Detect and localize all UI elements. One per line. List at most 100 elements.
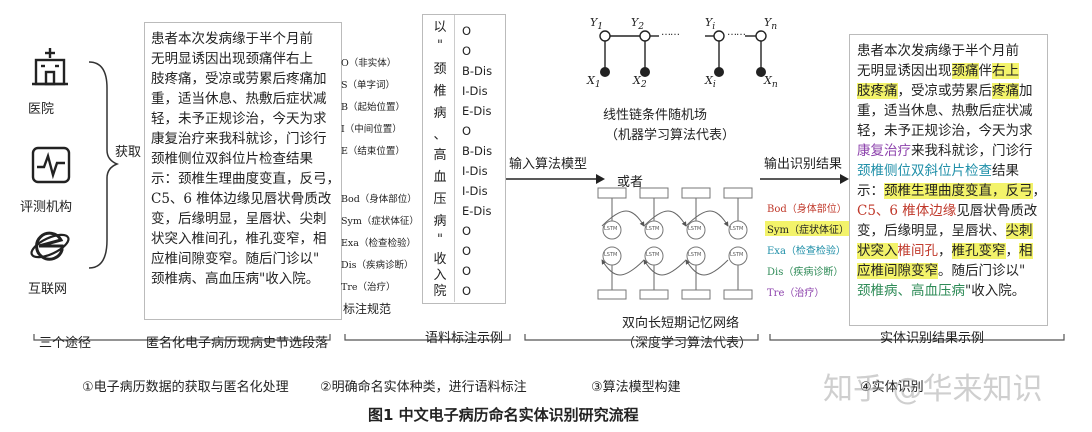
result-text: ， [938,243,952,259]
source-eval-org-label: 评测机构 [20,200,73,215]
crf-name: 线性链条件随机场 [603,108,708,123]
record-line: 颈椎侧位双斜位片检查结果 [151,151,313,167]
bilstm-diagram [597,187,753,300]
crf-diagram [599,30,767,77]
corpus-char: 病 [433,106,447,121]
output-result-label: 输出识别结果 [764,157,843,172]
bilstm-name: 双向长短期记忆网络 [622,316,740,331]
result-line: 重，适当休息、热敷后症状减 [857,101,1047,121]
corpus-tag: O [462,24,472,38]
result-text: 患者本次发病缘于半个月前 [857,43,1019,59]
watermark: 知乎 @华来知识 [823,372,1043,407]
entity-span: 应椎间隙变窄 [857,263,938,279]
source-internet-label: 互联网 [28,282,68,297]
crf-y-label: Yi [705,16,716,33]
result-line: 无明显诱因出现颈痛伴右上 [857,61,1047,81]
corpus-tag: I-Dis [462,164,488,178]
entity-span: 康复治疗 [857,143,911,159]
result-text: 变，后缘明显，呈唇状、 [857,223,1006,239]
corpus-tag: O [462,124,472,138]
stage-brackets [33,334,1065,341]
or-label: 或者 [617,175,644,190]
result-text: 加 [1019,83,1033,99]
scheme-e: E（结束位置） [341,146,405,157]
step3-caption: ③算法模型构建 [591,380,681,395]
result-text: 来我科就诊，门诊行 [911,143,1033,159]
corpus-char: " [437,38,443,53]
corpus-char: 入 [433,268,447,283]
corpus-char: 血 [433,170,447,185]
three-ways-caption: 三个途径 [39,336,92,351]
crf-y-label: Y2 [631,16,645,33]
entity-span: 相 [1019,243,1033,259]
sources-brace [88,61,120,269]
corpus-char: 院 [433,284,447,299]
corpus-tag: O [462,264,472,278]
result-text: ，受凉或劳累后 [897,83,993,99]
result-example-caption: 实体识别结果示例 [880,331,985,346]
scheme-s: S（单字词） [341,80,396,91]
lstm-cell-label: LSTM [688,252,702,258]
result-line: 颈椎病、高血压病"收入院。 [857,281,1047,301]
entity-span: 椎间孔 [897,243,939,259]
corpus-tag: O [462,224,472,238]
result-line: 轻，未予正规诊治，今天为求 [857,121,1047,141]
crf-x-label: Xi [705,74,716,91]
entity-span: 尖刺 [1005,223,1033,239]
legend-exa: Exa（检查检验） [767,246,846,257]
source-hospital-label: 医院 [28,102,55,117]
corpus-char: 压 [433,192,447,207]
result-text: 轻，未予正规诊治，今天为求 [857,123,1033,139]
monitor-pulse-icon [31,146,71,184]
annotation-spec-label: 标注规范 [343,302,392,316]
result-text: 示： [857,183,884,199]
entity-exa: Exa（检查检验） [341,238,416,249]
result-text: 。随后门诊以" [938,263,1026,279]
record-line: 轻，未予正规诊治，今天为求 [151,111,327,127]
result-text: 见唇状骨质改 [956,203,1038,219]
corpus-tag: I-Dis [462,184,488,198]
result-text: 无明显诱因出现 [857,63,952,79]
corpus-char: 高 [433,148,447,163]
hospital-icon [32,48,68,86]
anonymized-record-box: 患者本次发病缘于半个月前 无明显诱因出现颈痛伴右上 肢疼痛，受凉或劳累后疼痛加 … [144,22,342,320]
corpus-char: 收 [433,252,447,267]
entity-span: C5、6 椎体边缘 [857,203,957,219]
record-line: 状突入椎间孔，椎孔变窄，相 [151,231,327,247]
record-line: 重，适当休息、热敷后症状减 [151,91,327,107]
lstm-cell-label: LSTM [730,252,744,258]
corpus-tag: B-Dis [462,64,493,78]
result-line: 变，后缘明显，呈唇状、尖刺 [857,221,1047,241]
result-line: 肢疼痛，受凉或劳累后疼痛加 [857,81,1047,101]
input-arrow-icon [506,174,605,184]
crf-subtitle: （机器学习算法代表） [605,128,736,143]
legend-dis: Dis（疾病诊断） [767,267,844,278]
corpus-char: 椎 [433,84,447,99]
record-line: 示：颈椎生理曲度变直，反弓， [151,171,340,187]
corpus-tag: O [462,244,472,258]
entity-span: 椎孔变窄 [951,243,1006,259]
legend-sym: Sym（症状体征） [765,221,851,236]
entity-span: 颈椎生理曲度变直，反弓 [884,183,1033,199]
result-text: 重，适当休息、热敷后症状减 [857,103,1033,119]
corpus-divider [454,15,455,302]
result-text: ， [1032,183,1047,199]
scheme-i: I（中间位置） [341,124,402,135]
record-line: 颈椎病、高血压病"收入院。 [151,271,320,287]
input-model-label: 输入算法模型 [509,157,588,172]
entity-span: 右上 [992,63,1019,79]
corpus-label-caption: 语料标注示例 [425,331,504,346]
result-text: 结果 [992,163,1019,179]
step4-caption: ④实体识别 [860,380,924,395]
legend-bod: Bod（身体部位） [767,204,847,215]
corpus-tag: B-Dis [462,144,493,158]
result-line: 应椎间隙变窄。随后门诊以" [857,261,1047,281]
internet-explorer-icon [30,231,70,261]
corpus-char: 病 [433,214,447,229]
recognition-result-box: 患者本次发病缘于半个月前无明显诱因出现颈痛伴右上肢疼痛，受凉或劳累后疼痛加重，适… [849,34,1048,326]
result-text: "收入院。 [965,283,1026,299]
entity-span: 状突入 [857,243,898,259]
result-line: 患者本次发病缘于半个月前 [857,41,1047,61]
output-arrow-icon [760,174,849,184]
step1-caption: ①电子病历数据的获取与匿名化处理 [82,380,289,395]
